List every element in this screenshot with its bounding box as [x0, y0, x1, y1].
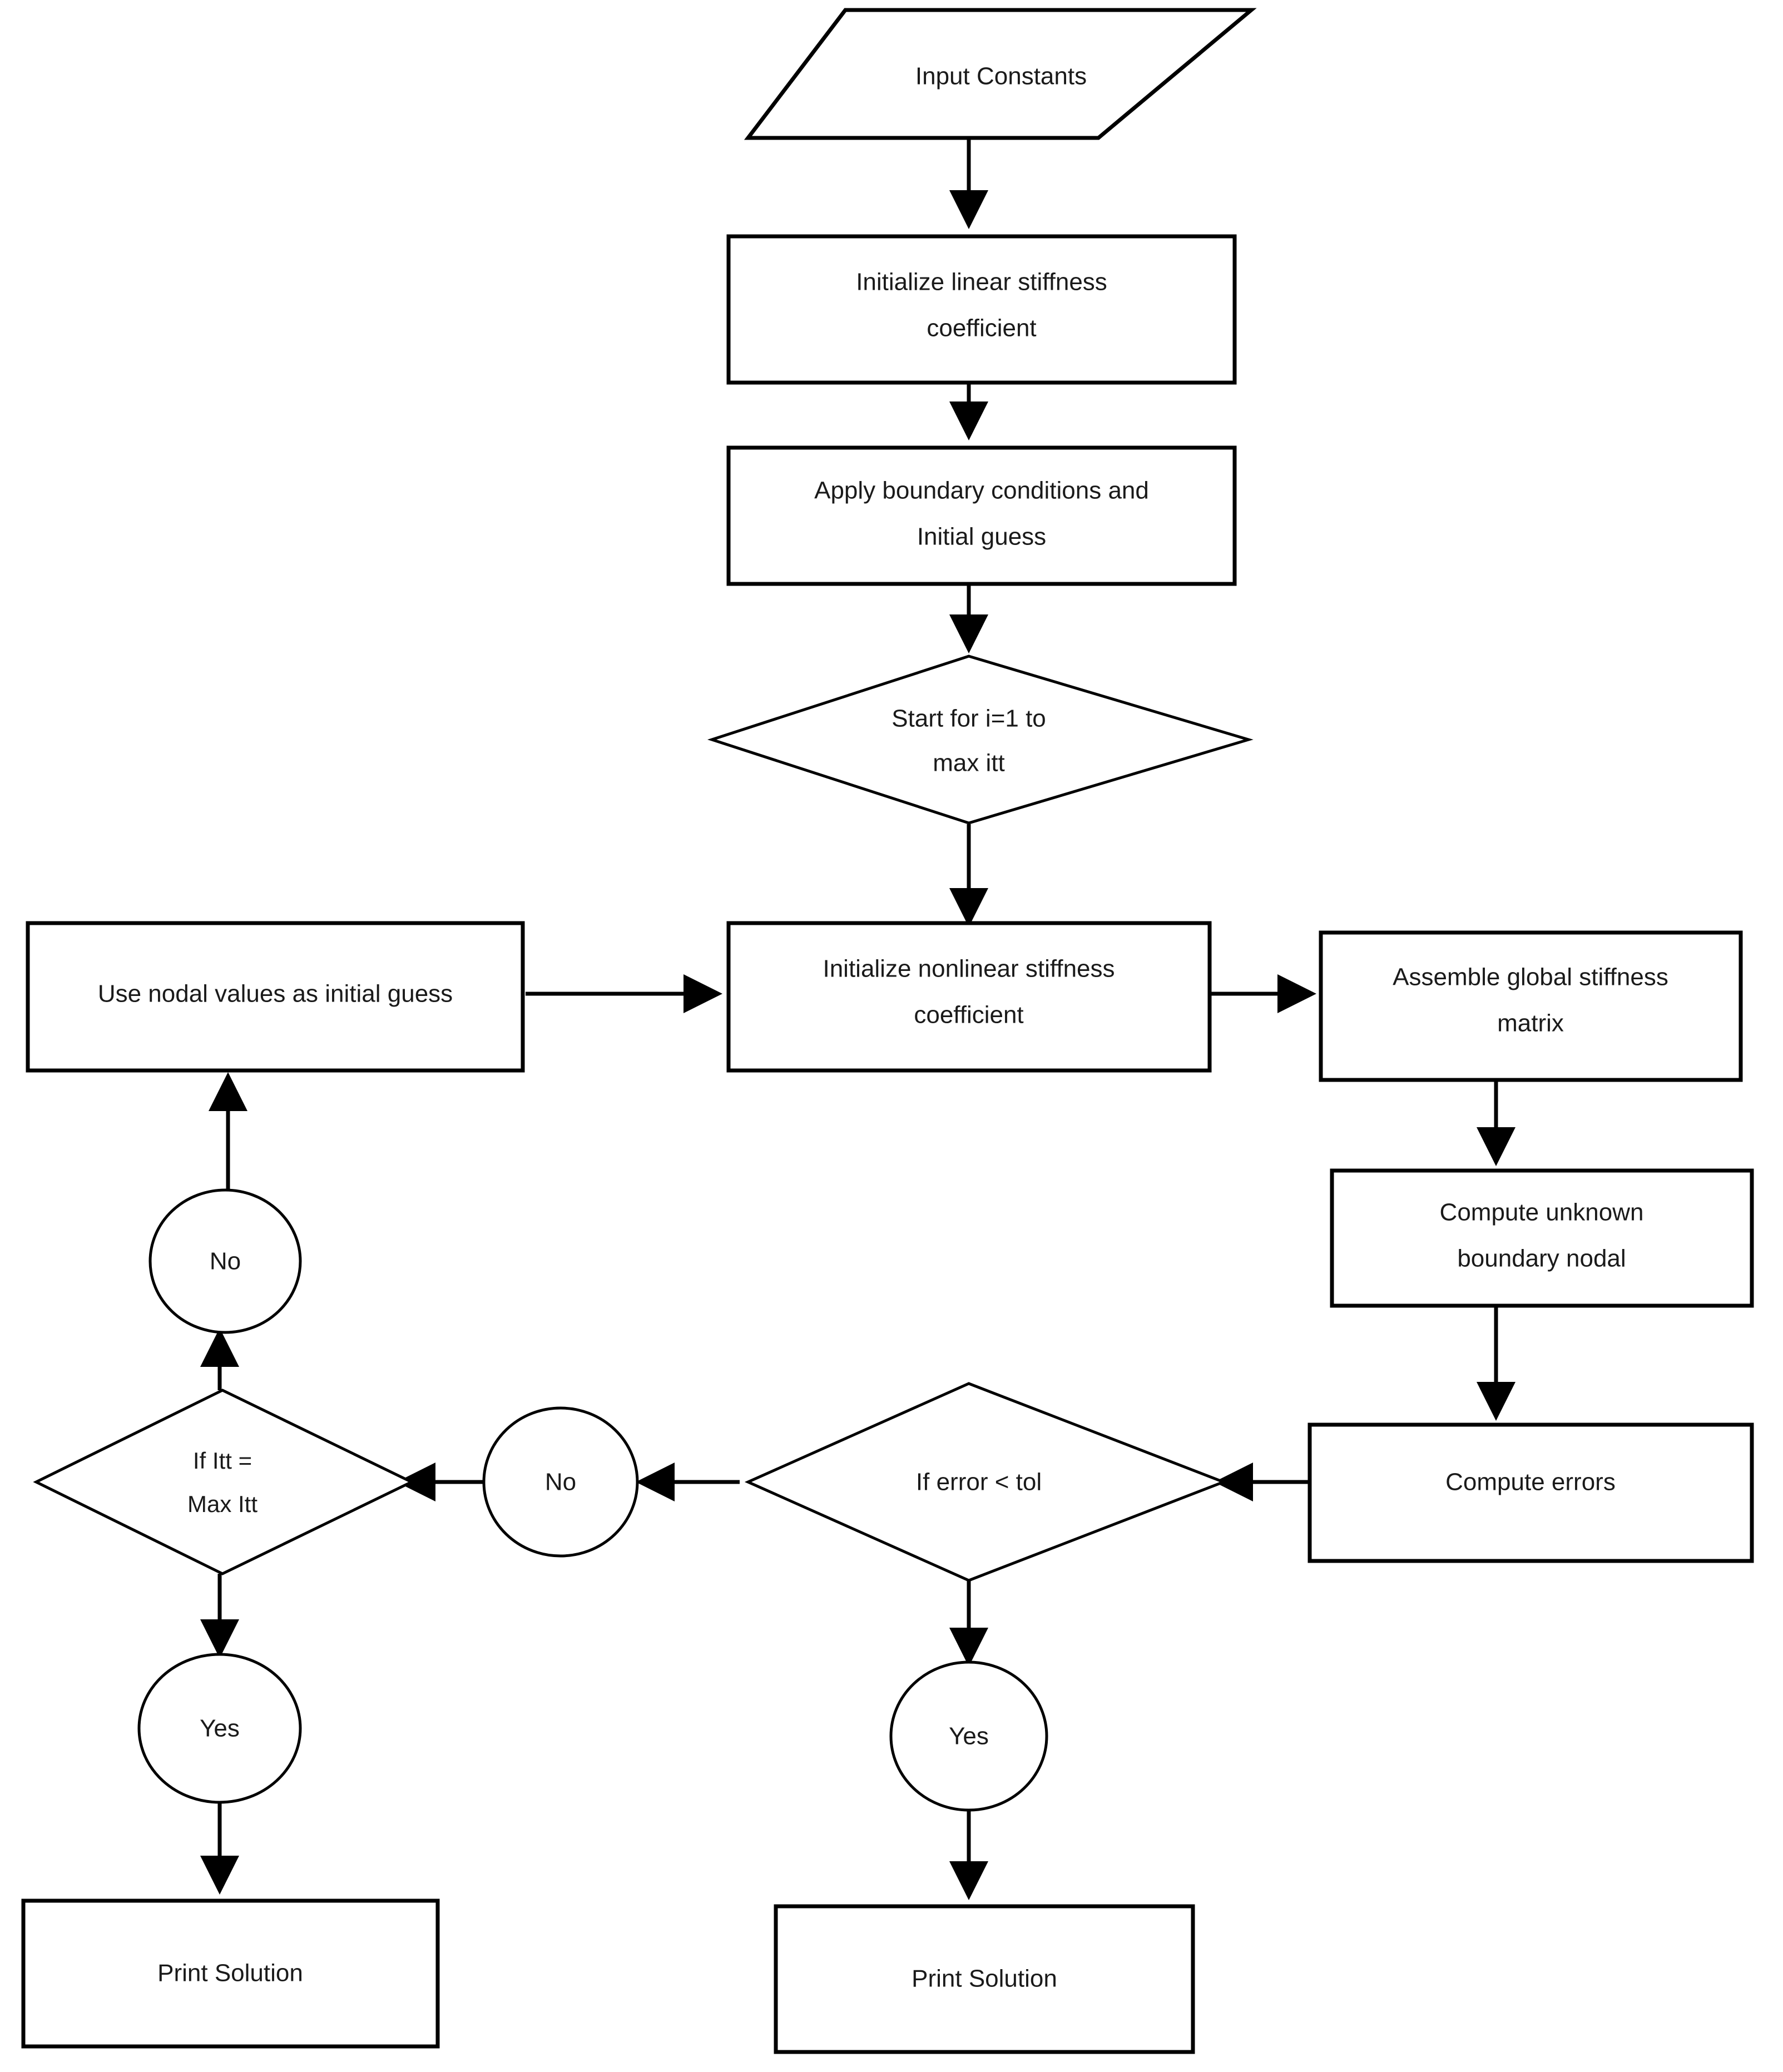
node-if-itt-equals-max-itt-line2: Max Itt — [187, 1491, 257, 1517]
node-input-constants-label: Input Constants — [915, 63, 1087, 90]
node-start-loop-line1: Start for i=1 to — [892, 705, 1046, 732]
node-apply-boundary-conditions-line1: Apply boundary conditions and — [814, 477, 1149, 504]
node-initialize-nonlinear-stiffness-line2: coefficient — [914, 1002, 1023, 1029]
node-initialize-nonlinear-stiffness[interactable]: Initialize nonlinear stiffness coefficie… — [726, 921, 1212, 1073]
node-apply-boundary-conditions-line2: Initial guess — [917, 523, 1046, 551]
node-yes-error-branch-label: Yes — [949, 1723, 989, 1750]
node-start-loop-line2: max itt — [933, 750, 1005, 777]
node-initialize-linear-stiffness-line1: Initialize linear stiffness — [856, 269, 1107, 296]
node-initialize-nonlinear-stiffness-line1: Initialize nonlinear stiffness — [823, 955, 1115, 983]
node-use-nodal-values[interactable]: Use nodal values as initial guess — [26, 921, 525, 1073]
node-no-itt-branch[interactable]: No — [148, 1188, 302, 1334]
node-apply-boundary-conditions[interactable]: Apply boundary conditions and Initial gu… — [726, 445, 1237, 586]
node-print-solution-left[interactable]: Print Solution — [21, 1898, 440, 2049]
node-compute-errors-label: Compute errors — [1445, 1469, 1616, 1496]
node-if-itt-equals-max-itt-line1: If Itt = — [193, 1448, 252, 1474]
node-compute-errors[interactable]: Compute errors — [1307, 1422, 1754, 1563]
node-compute-unknown-boundary-nodal-line1: Compute unknown — [1440, 1199, 1644, 1226]
node-no-error-branch[interactable]: No — [482, 1406, 639, 1558]
connector-layer — [200, 139, 1515, 1900]
node-assemble-global-stiffness-line1: Assemble global stiffness — [1393, 964, 1668, 991]
node-input-constants[interactable]: Input Constants — [744, 8, 1257, 140]
node-if-error-less-than-tol[interactable]: If error < tol — [744, 1382, 1227, 1582]
node-yes-itt-branch[interactable]: Yes — [137, 1653, 302, 1804]
node-compute-unknown-boundary-nodal-line2: boundary nodal — [1457, 1245, 1626, 1272]
node-if-error-less-than-tol-label: If error < tol — [916, 1469, 1042, 1496]
node-yes-error-branch[interactable]: Yes — [889, 1660, 1048, 1812]
node-print-solution-left-label: Print Solution — [157, 1960, 303, 1987]
node-use-nodal-values-label: Use nodal values as initial guess — [98, 980, 453, 1008]
node-start-loop[interactable]: Start for i=1 to max itt — [707, 655, 1254, 825]
node-print-solution-right[interactable]: Print Solution — [774, 1904, 1195, 2054]
node-yes-itt-branch-label: Yes — [200, 1715, 240, 1742]
node-assemble-global-stiffness[interactable]: Assemble global stiffness matrix — [1319, 930, 1743, 1082]
node-initialize-linear-stiffness[interactable]: Initialize linear stiffness coefficient — [726, 234, 1237, 385]
node-no-error-branch-label: No — [545, 1469, 576, 1496]
node-print-solution-right-label: Print Solution — [912, 1965, 1057, 1992]
node-no-itt-branch-label: No — [210, 1248, 241, 1275]
node-compute-unknown-boundary-nodal[interactable]: Compute unknown boundary nodal — [1330, 1168, 1754, 1308]
node-initialize-linear-stiffness-line2: coefficient — [927, 315, 1036, 342]
node-if-itt-equals-max-itt[interactable]: If Itt = Max Itt — [33, 1389, 415, 1575]
node-assemble-global-stiffness-line2: matrix — [1497, 1010, 1564, 1037]
